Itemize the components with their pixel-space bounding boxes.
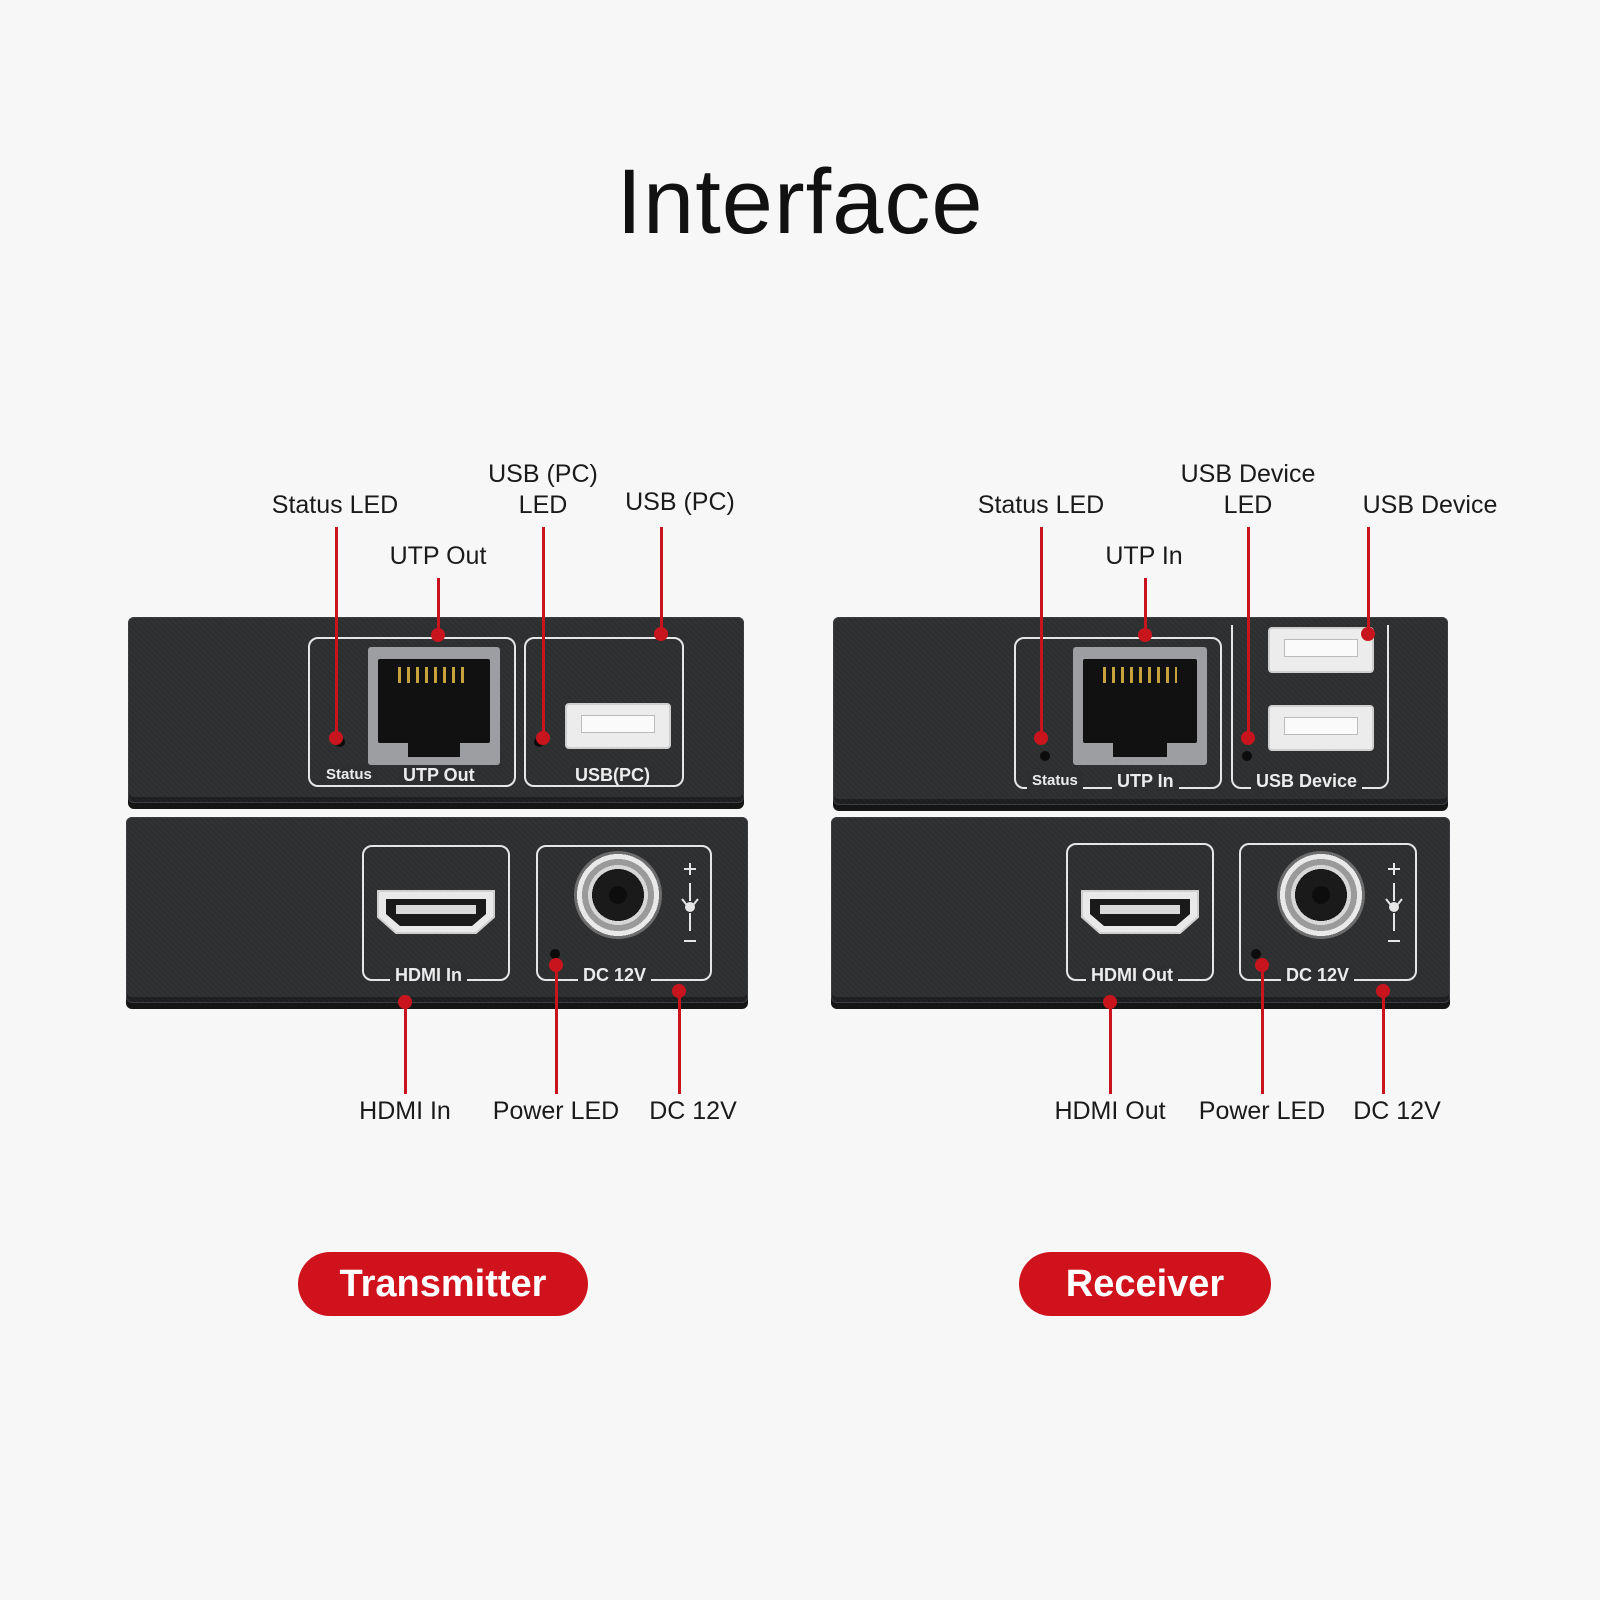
callout-dot (654, 627, 668, 641)
dc-polarity-icon (681, 863, 699, 942)
callout-dot (329, 731, 343, 745)
transmitter-status-label: Status (321, 765, 377, 785)
callout-line (1108, 1002, 1112, 1094)
callout-line (1039, 527, 1043, 738)
receiver-utp-label: UTP In (1112, 771, 1179, 791)
receiver-dc-jack (1277, 851, 1365, 939)
receiver-badge: Receiver (1019, 1252, 1271, 1316)
transmitter-bottom-panel: HDMI In DC 12V (126, 817, 748, 1003)
receiver-callout-usb-port: USB Device (1362, 491, 1498, 519)
transmitter-power-led (550, 949, 560, 959)
callout-dot (431, 628, 445, 642)
callout-line-2: LED (1223, 491, 1273, 519)
callout-line (1366, 527, 1370, 634)
transmitter-utp-group (308, 637, 516, 787)
callout-dot (1241, 731, 1255, 745)
receiver-power-led (1251, 949, 1261, 959)
callout-line-2: LED (518, 491, 568, 519)
callout-line-1: USB (PC) (488, 460, 598, 488)
transmitter-callout-utp: UTP Out (389, 542, 487, 570)
receiver-usb-port-1 (1268, 627, 1374, 673)
transmitter-dc-label: DC 12V (578, 965, 652, 985)
receiver-callout-usb-led: USB Device LED (1181, 459, 1316, 521)
callout-line-1: USB Device (1180, 460, 1316, 488)
callout-line (541, 527, 545, 738)
transmitter-top-panel: Status UTP Out USB(PC) (128, 617, 744, 803)
transmitter-callout-power-led: Power LED (492, 1097, 620, 1125)
receiver-hdmi-label: HDMI Out (1086, 965, 1178, 985)
callout-line (403, 1002, 407, 1094)
transmitter-badge: Transmitter (298, 1252, 588, 1316)
callout-dot (536, 731, 550, 745)
dc-polarity-icon (1385, 863, 1403, 942)
receiver-utp-port (1073, 647, 1207, 765)
transmitter-callout-hdmi: HDMI In (359, 1097, 451, 1125)
receiver-usb-port-2 (1268, 705, 1374, 751)
receiver-callout-hdmi: HDMI Out (1054, 1097, 1166, 1125)
callout-dot (1361, 627, 1375, 641)
callout-line (334, 527, 338, 738)
transmitter-hdmi-port (377, 890, 495, 934)
callout-line (677, 991, 681, 1094)
receiver-usb-label: USB Device (1251, 771, 1363, 791)
callout-line (1381, 991, 1385, 1094)
receiver-usb-led (1242, 751, 1252, 761)
receiver-status-led (1040, 751, 1050, 761)
transmitter-callout-usb-port: USB (PC) (625, 488, 735, 516)
receiver-callout-power-led: Power LED (1198, 1097, 1326, 1125)
transmitter-callout-usb-led: USB (PC) LED (488, 459, 598, 521)
transmitter-utp-label: UTP Out (398, 765, 480, 785)
receiver-dc-label: DC 12V (1281, 965, 1355, 985)
transmitter-hdmi-label: HDMI In (390, 965, 467, 985)
callout-line (1143, 578, 1147, 635)
receiver-hdmi-port (1081, 890, 1199, 934)
transmitter-usb-label: USB(PC) (570, 765, 655, 785)
transmitter-utp-port (368, 647, 500, 765)
page-title: Interface (616, 151, 984, 253)
transmitter-usb-group (524, 637, 684, 787)
callout-line (436, 578, 440, 635)
transmitter-callout-status-led: Status LED (271, 491, 399, 519)
receiver-top-panel: Status UTP In USB Device (833, 617, 1448, 805)
transmitter-callout-dc: DC 12V (649, 1097, 737, 1125)
receiver-status-label: Status (1027, 771, 1083, 791)
receiver-callout-utp: UTP In (1105, 542, 1183, 570)
callout-line (1246, 527, 1250, 738)
callout-line (554, 965, 558, 1094)
transmitter-usb-port (565, 703, 671, 749)
receiver-callout-dc: DC 12V (1353, 1097, 1441, 1125)
callout-dot (1138, 628, 1152, 642)
callout-dot (1034, 731, 1048, 745)
callout-line (1260, 965, 1264, 1094)
receiver-bottom-panel: HDMI Out DC 12V (831, 817, 1450, 1003)
callout-line (659, 527, 663, 634)
receiver-callout-status-led: Status LED (977, 491, 1105, 519)
transmitter-dc-jack (574, 851, 662, 939)
